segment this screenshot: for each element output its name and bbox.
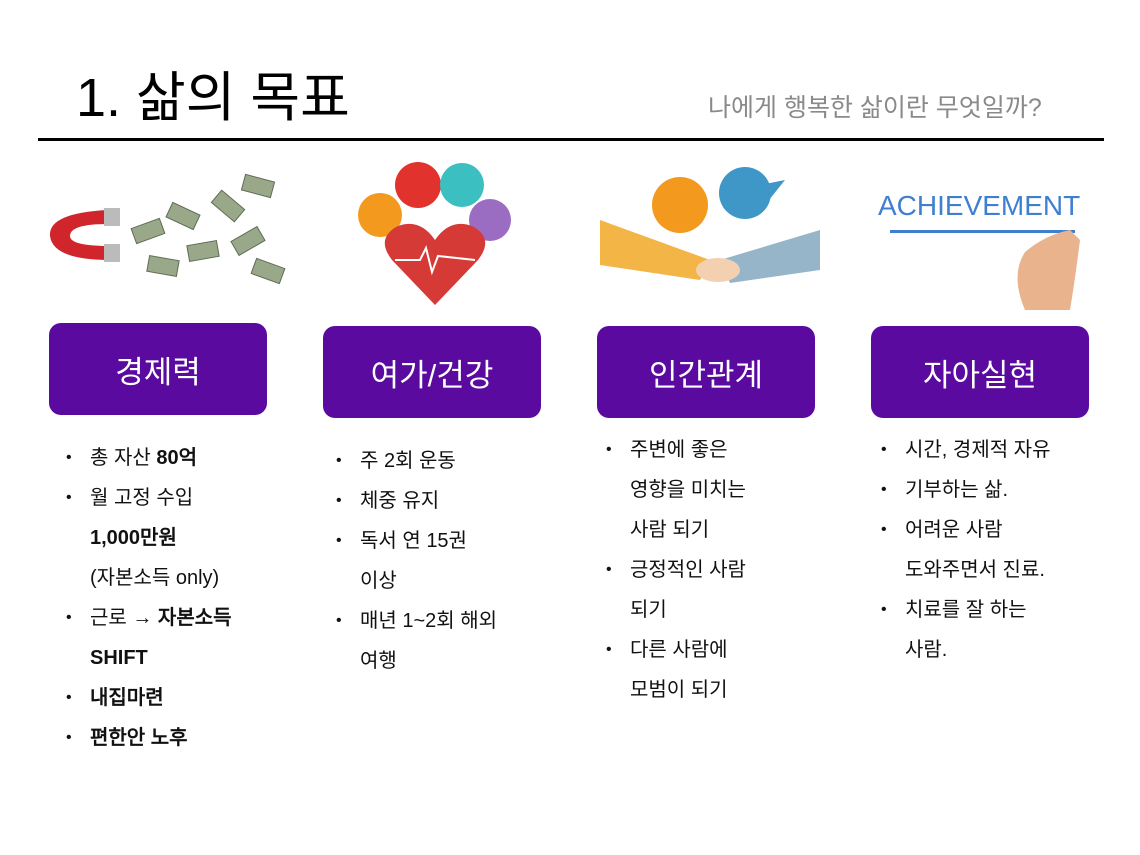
- text: 도와주면서 진료.: [905, 559, 1045, 581]
- text: 긍정적인 사람: [630, 559, 746, 581]
- bold-text: 80억: [156, 447, 197, 469]
- list-item-line: 1,000만원: [90, 518, 232, 558]
- text: 체중 유지: [360, 490, 440, 512]
- text: 사람.: [905, 639, 948, 661]
- list-item-line: 긍정적인 사람: [630, 550, 746, 590]
- list-item-line: 편한안 노후: [90, 718, 232, 758]
- text: 되기: [630, 599, 667, 621]
- bold-text: 편한안 노후: [90, 727, 188, 749]
- text: 독서 연 15권: [360, 530, 467, 552]
- achievement-text: ACHIEVEMENT: [878, 190, 1080, 221]
- list-item: 기부하는 삶.: [881, 470, 1050, 510]
- text: 주변에 좋은: [630, 439, 728, 461]
- text: 다른 사람에: [630, 639, 728, 661]
- list-item-line: 주 2회 운동: [360, 441, 497, 481]
- text: 월 고정 수입: [90, 487, 194, 509]
- list-item-line: 내집마련: [90, 678, 232, 718]
- slide-subtitle: 나에게 행복한 삶이란 무엇일까?: [708, 94, 1042, 122]
- category-self-realization: 자아실현: [871, 326, 1089, 418]
- bold-text: SHIFT: [90, 647, 148, 669]
- list-item: 편한안 노후: [66, 718, 232, 758]
- list-item-line: 되기: [630, 590, 746, 630]
- list-item-line: 총 자산 80억: [90, 438, 232, 478]
- text: 총 자산: [90, 447, 157, 469]
- list-item-line: 매년 1~2회 해외: [360, 601, 497, 641]
- health-heart-icon: [358, 162, 511, 305]
- list-item-line: 도와주면서 진료.: [905, 550, 1050, 590]
- category-leisure-health: 여가/건강: [323, 326, 541, 418]
- list-item: 내집마련: [66, 678, 232, 718]
- list-item-line: 기부하는 삶.: [905, 470, 1050, 510]
- text: 기부하는 삶.: [905, 479, 1009, 501]
- bold-text: 내집마련: [90, 687, 164, 709]
- list-item-line: 시간, 경제적 자유: [905, 430, 1050, 470]
- list-item-line: 여행: [360, 641, 497, 681]
- money-magnet-icon: [49, 173, 286, 285]
- list-item-line: 월 고정 수입: [90, 478, 232, 518]
- text: 시간, 경제적 자유: [905, 439, 1051, 461]
- text: 모범이 되기: [630, 679, 728, 701]
- bold-text: 자본소득: [157, 607, 232, 629]
- category-relationships: 인간관계: [597, 326, 815, 418]
- list-item-line: 이상: [360, 561, 497, 601]
- list-item-line: 체중 유지: [360, 481, 497, 521]
- text: 여행: [360, 650, 397, 672]
- text: 매년 1~2회 해외: [360, 610, 498, 632]
- achievement-hand-icon: ACHIEVEMENT: [878, 190, 1080, 310]
- list-item-line: SHIFT: [90, 638, 232, 678]
- list-item: 총 자산 80억: [66, 438, 232, 478]
- text: 근로 →: [90, 607, 158, 629]
- list-item-line: 다른 사람에: [630, 630, 746, 670]
- text: 주 2회 운동: [360, 450, 456, 472]
- list-item: 체중 유지: [336, 481, 497, 521]
- bold-text: 1,000만원: [90, 527, 177, 549]
- list-item: 월 고정 수입 1,000만원 (자본소득 only): [66, 478, 232, 598]
- text: 어려운 사람: [905, 519, 1003, 541]
- economy-list: 총 자산 80억월 고정 수입 1,000만원 (자본소득 only) 근로 → 자본…: [66, 438, 232, 758]
- list-item-line: 사람 되기: [630, 510, 746, 550]
- list-item-line: 사람.: [905, 630, 1050, 670]
- text: 영향을 미치는: [630, 479, 746, 501]
- list-item-line: 치료를 잘 하는: [905, 590, 1050, 630]
- list-item: 시간, 경제적 자유: [881, 430, 1050, 470]
- text: 이상: [360, 570, 397, 592]
- list-item-line: 근로 → 자본소득: [90, 598, 232, 638]
- category-economy: 경제력: [49, 323, 267, 415]
- list-item: 주 2회 운동: [336, 441, 497, 481]
- list-item: 근로 → 자본소득 SHIFT: [66, 598, 232, 678]
- text: 치료를 잘 하는: [905, 599, 1027, 621]
- list-item-line: 모범이 되기: [630, 670, 746, 710]
- list-item-line: 주변에 좋은: [630, 430, 746, 470]
- title-divider: [38, 138, 1104, 141]
- text: 사람 되기: [630, 519, 710, 541]
- list-item-line: (자본소득 only): [90, 558, 232, 598]
- text: (자본소득 only): [90, 567, 220, 589]
- list-item-line: 독서 연 15권: [360, 521, 497, 561]
- list-item-line: 어려운 사람: [905, 510, 1050, 550]
- list-item-line: 영향을 미치는: [630, 470, 746, 510]
- slide-title: 1. 삶의 목표: [76, 68, 350, 128]
- handshake-icon: [600, 167, 820, 283]
